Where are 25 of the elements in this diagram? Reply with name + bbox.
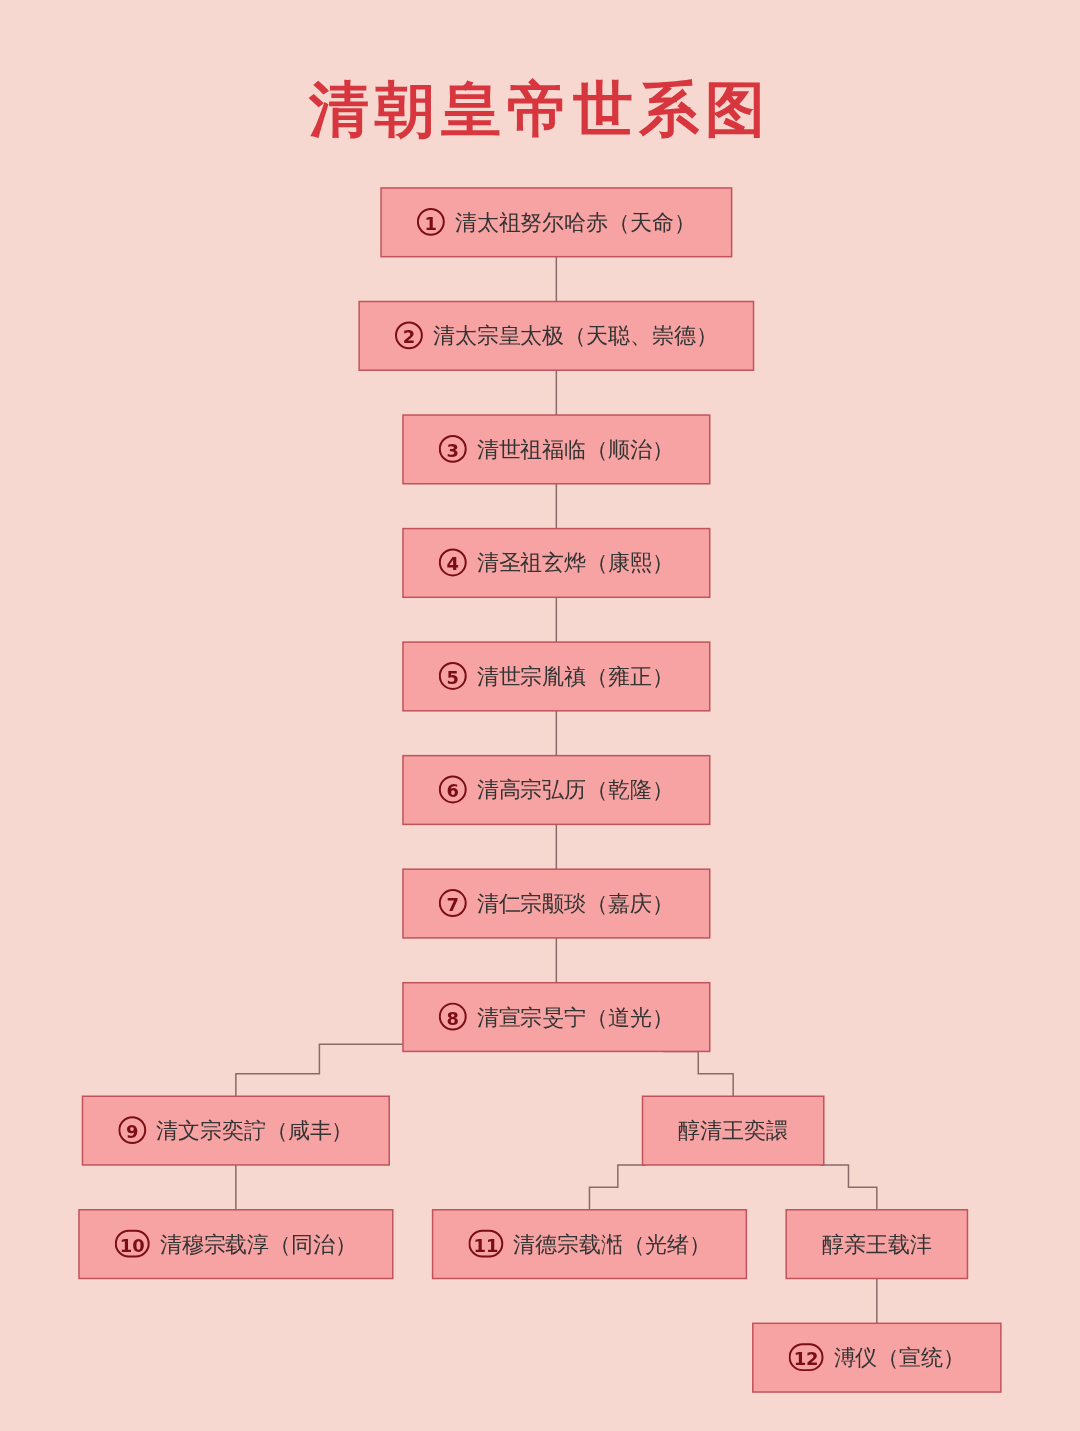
node-box: 12 溥仪（宣统） <box>752 1322 1002 1393</box>
connector <box>555 255 558 303</box>
node-box: 11 清德宗载湉（光绪） <box>431 1209 748 1280</box>
connector <box>555 710 558 757</box>
node-box: 3 清世祖福临（顺治） <box>402 414 711 485</box>
connector <box>235 1164 237 1211</box>
node-box: 1 清太祖努尔哈赤（天命） <box>380 187 733 258</box>
node-box: 8 清宣宗旻宁（道光） <box>402 981 711 1053</box>
node-box: 6 清高宗弘历（乾隆） <box>402 754 711 826</box>
diagram-title: 清朝皇帝世系图 <box>308 73 772 146</box>
node-box: 醇清王奕譞 <box>641 1095 825 1166</box>
connector <box>555 937 558 984</box>
connector <box>555 369 558 416</box>
connector <box>235 1043 404 1097</box>
connector <box>876 1277 878 1325</box>
node-box: 7 清仁宗颙琰（嘉庆） <box>402 868 711 939</box>
node-box: 5 清世宗胤禛（雍正） <box>402 641 711 712</box>
connector <box>555 596 558 643</box>
node-box: 4 清圣祖玄烨（康熙） <box>402 527 711 599</box>
node-box: 2 清太宗皇太极（天聪、崇德） <box>358 300 755 371</box>
connector <box>555 483 558 530</box>
node-box: 10 清穆宗载淳（同治） <box>78 1209 394 1280</box>
connector <box>555 823 558 870</box>
node-box: 醇亲王载沣 <box>785 1209 969 1280</box>
node-box: 9 清文宗奕詝（咸丰） <box>81 1095 391 1166</box>
